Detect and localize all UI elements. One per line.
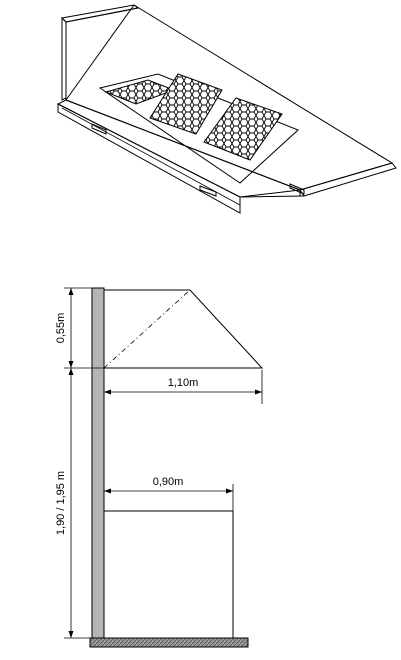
hood-profile [103, 289, 264, 369]
dim-mount-height: 1,90 / 1,95 m [55, 471, 67, 535]
rail-tab-2 [199, 185, 217, 197]
hood-front-rail [57, 103, 241, 214]
hood-hidden-line [103, 289, 191, 369]
floor [89, 637, 249, 648]
dim-appliance-depth: 0,90m [153, 476, 184, 488]
arrow-mid-up [68, 361, 74, 368]
isometric-hood-view [56, 4, 397, 214]
arrow-depth-right [255, 389, 262, 395]
arrow-depth-left [104, 389, 111, 395]
hood-back-panel [60, 4, 140, 23]
arrow-top [68, 288, 74, 295]
right-rail-tab [289, 183, 305, 195]
side-elevation-view: 0,55m 1,90 / 1,95 m 1,10m 0,90m [55, 287, 264, 648]
rail-tab-1 [91, 123, 107, 135]
filter-frame [98, 73, 299, 184]
arrow-app-left [104, 488, 111, 494]
dim-hood-depth: 1,10m [168, 377, 199, 389]
hood-right-panel [299, 162, 397, 197]
arrow-app-right [226, 488, 233, 494]
grease-filter-2 [149, 73, 223, 135]
arrow-bottom [68, 631, 74, 638]
appliance-block [103, 510, 234, 639]
grease-filter-3 [203, 97, 283, 161]
hood-left-panel [61, 16, 67, 101]
wall [91, 287, 105, 639]
dim-hood-height: 0,55m [55, 313, 67, 344]
arrow-mid-down [68, 368, 74, 375]
